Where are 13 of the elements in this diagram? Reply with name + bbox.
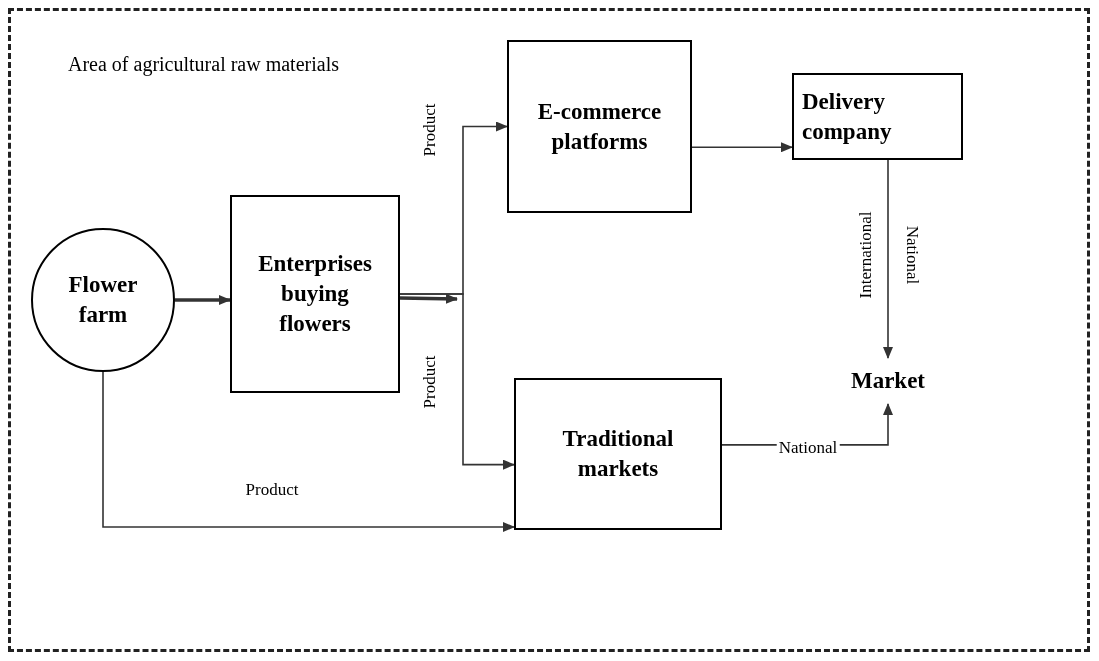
process-box: Enterprises buying flowers — [230, 195, 400, 393]
process-box: E-commerce platforms — [507, 40, 692, 213]
process-box: Delivery company — [792, 73, 963, 160]
arrow — [102, 371, 515, 532]
node-label: Market — [830, 358, 946, 404]
process-box: Traditional markets — [514, 378, 722, 530]
dashed-boundary — [8, 8, 1090, 652]
arrow — [175, 295, 231, 305]
arrow — [399, 293, 458, 304]
arrow — [399, 293, 515, 470]
area-heading: Area of agricultural raw materials — [68, 52, 339, 78]
arrow — [883, 159, 893, 359]
arrow — [691, 142, 793, 153]
